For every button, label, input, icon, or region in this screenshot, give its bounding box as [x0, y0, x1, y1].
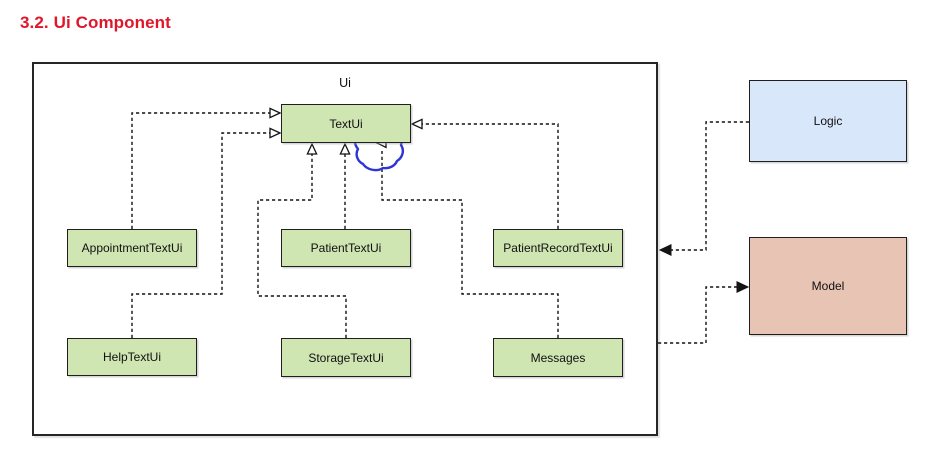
node-messages: Messages: [493, 338, 623, 377]
node-appointmenttextui-label: AppointmentTextUi: [81, 241, 183, 255]
node-logic-label: Logic: [813, 114, 843, 128]
edge-storagetextui-to-textui: [257, 142, 347, 338]
node-textui-label: TextUi: [329, 116, 363, 131]
node-patienttextui-label: PatientTextUi: [310, 241, 382, 255]
node-storagetextui: StorageTextUi: [281, 338, 411, 377]
filled-arrow-icon: [658, 244, 672, 256]
node-patientrecordtextui-label: PatientRecordTextUi: [503, 241, 613, 255]
node-textui: TextUi: [281, 104, 411, 143]
edge-patienttextui-to-textui: [339, 142, 351, 229]
edge-logic-to-ui: [658, 121, 749, 256]
hollow-arrow-icon: [306, 142, 318, 155]
edge-helptextui-to-textui: [131, 127, 282, 338]
node-logic: Logic: [749, 80, 907, 162]
section-heading: 3.2. Ui Component: [20, 13, 171, 32]
hollow-arrow-icon: [269, 127, 282, 139]
ui-container-label: Ui: [339, 76, 351, 90]
node-model-label: Model: [811, 279, 845, 293]
edge-patientrecordtextui-to-textui: [410, 118, 559, 229]
node-model: Model: [749, 237, 907, 335]
node-patienttextui: PatientTextUi: [281, 229, 411, 267]
node-patientrecordtextui: PatientRecordTextUi: [493, 229, 623, 267]
node-helptextui-label: HelpTextUi: [102, 350, 162, 364]
hollow-arrow-icon: [410, 118, 423, 130]
hollow-arrow-icon: [339, 142, 351, 155]
node-messages-label: Messages: [530, 350, 586, 365]
node-appointmenttextui: AppointmentTextUi: [67, 229, 197, 267]
edge-appointmenttextui-to-textui: [131, 107, 282, 229]
node-storagetextui-label: StorageTextUi: [308, 350, 384, 365]
filled-arrow-icon: [736, 281, 750, 293]
hollow-arrow-icon: [269, 107, 282, 119]
node-helptextui: HelpTextUi: [67, 338, 197, 376]
edge-ui-to-model: [658, 281, 750, 344]
